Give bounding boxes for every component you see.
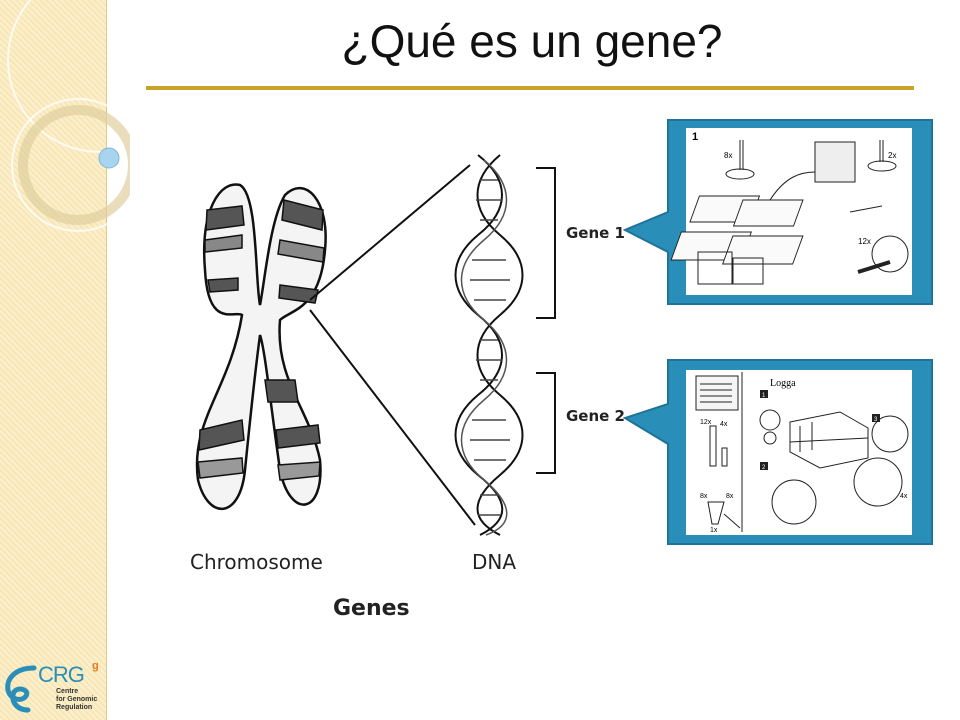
manual2-qty-d: 8x: [726, 493, 734, 500]
logo-subtitle: Centre for Genomic Regulation: [56, 688, 97, 712]
zoom-line-bottom: [309, 309, 476, 526]
chromosome-illustration: [195, 183, 327, 510]
gene1-bracket: [536, 167, 556, 319]
manual2-qty-b: 4x: [720, 421, 728, 428]
manual2-qty-f: 4x: [900, 493, 908, 500]
manual1-qty-a: 8x: [724, 151, 732, 160]
manual2-title: Logga: [770, 378, 796, 389]
zoom-line-top: [309, 164, 471, 301]
sidebar-rings-decoration: [7, 0, 130, 232]
logo-wordmark: CRG: [38, 662, 85, 687]
manual1-qty-c: 12x: [858, 237, 871, 246]
crg-logo: CRG g Centre for Genomic Regulation: [4, 660, 114, 716]
logo-superscript: g: [92, 660, 99, 672]
manual2-step1: 1: [762, 393, 766, 399]
gene2-bracket: [536, 372, 556, 474]
gene-diagram: [195, 154, 556, 536]
assembly-manual-callout-1: 1 8x 2x 12x: [622, 119, 933, 305]
logo-line-1: Centre: [56, 688, 79, 695]
chromosome-label: Chromosome: [190, 550, 323, 574]
dna-helix: [454, 154, 524, 536]
manual2-qty-c: 8x: [700, 493, 708, 500]
logo-line-3: Regulation: [56, 704, 93, 711]
title-underline: [146, 86, 914, 90]
gene2-label: Gene 2: [566, 407, 625, 425]
dna-label: DNA: [472, 550, 517, 574]
manual1-step-number: 1: [692, 131, 698, 143]
manual1-qty-b: 2x: [888, 151, 896, 160]
manual2-step2: 2: [762, 465, 766, 471]
manual2-step3: 3: [874, 417, 878, 423]
gene1-label: Gene 1: [566, 224, 625, 242]
slide-title: ¿Qué es un gene?: [341, 15, 723, 67]
genes-caption: Genes: [333, 596, 410, 621]
manual2-qty-a: 12x: [700, 419, 712, 426]
logo-line-2: for Genomic: [56, 696, 98, 703]
crg-logo-mark: [5, 665, 37, 713]
assembly-manual-callout-2: Logga 12x 4x 8x 8x 1x 4x 1 2 3: [622, 359, 933, 545]
manual2-qty-e: 1x: [710, 527, 718, 534]
